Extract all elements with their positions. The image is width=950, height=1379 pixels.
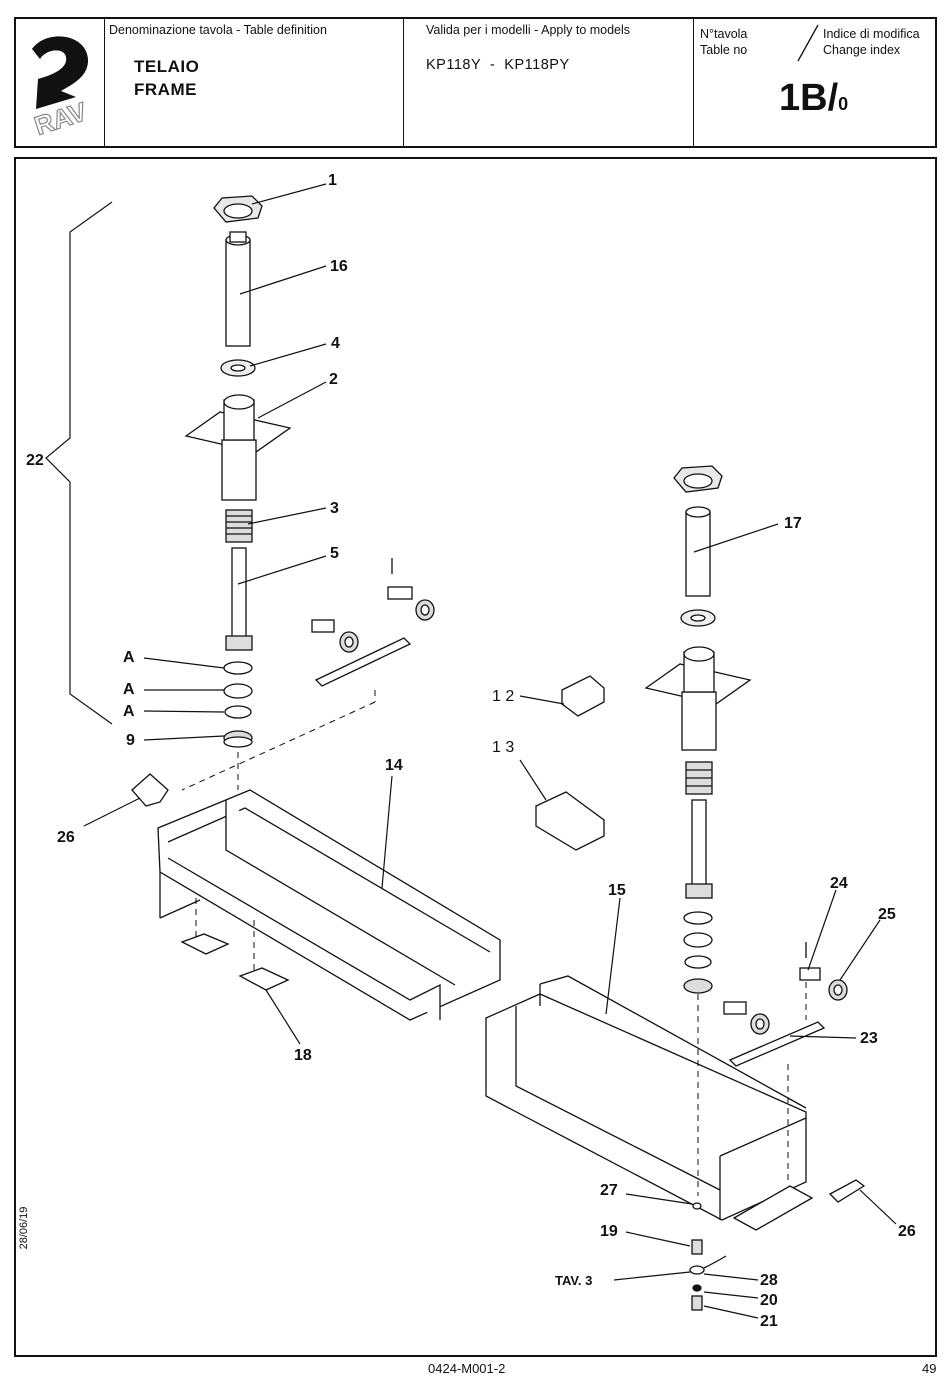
- callout-tav3: TAV. 3: [555, 1273, 592, 1288]
- callout-28: 28: [760, 1272, 778, 1289]
- callout-15: 15: [608, 882, 626, 899]
- part-13: [536, 792, 604, 850]
- callout-2: 2: [329, 371, 338, 388]
- callout-17: 17: [784, 515, 802, 532]
- callout-13: 1 3: [492, 739, 514, 756]
- callout-a-1: A: [123, 649, 135, 666]
- callout-19: 19: [600, 1223, 618, 1240]
- callout-20: 20: [760, 1292, 778, 1309]
- callout-4: 4: [331, 335, 340, 352]
- page-number: 49: [922, 1361, 936, 1376]
- callout-a-3: A: [123, 703, 135, 720]
- callout-14: 14: [385, 757, 403, 774]
- callout-5: 5: [330, 545, 339, 562]
- callout-21: 21: [760, 1313, 778, 1330]
- part-12: [562, 676, 604, 716]
- bracket-26-left: [132, 774, 168, 806]
- callout-23: 23: [860, 1030, 878, 1047]
- callout-26-right: 26: [898, 1223, 916, 1240]
- date-stamp: 28/06/19: [18, 1198, 30, 1258]
- callout-18: 18: [294, 1047, 312, 1064]
- callout-16: 16: [330, 258, 348, 275]
- callout-24: 24: [830, 875, 848, 892]
- right-column-assembly: [646, 466, 750, 993]
- bracket-26-right: [830, 1180, 864, 1202]
- callout-22: 22: [26, 452, 44, 469]
- callout-9: 9: [126, 732, 135, 749]
- callout-3: 3: [330, 500, 339, 517]
- callout-a-2: A: [123, 681, 135, 698]
- callout-12: 1 2: [492, 688, 514, 705]
- left-frame-14: [158, 790, 500, 1020]
- callout-26-left: 26: [57, 829, 75, 846]
- right-bracket-parts: [724, 942, 847, 1066]
- callout-1: 1: [328, 172, 337, 189]
- callout-27: 27: [600, 1182, 618, 1199]
- callout-25: 25: [878, 906, 896, 923]
- pad-18-b: [240, 968, 288, 990]
- left-column-assembly: [186, 196, 290, 747]
- left-bracket-parts: [312, 558, 434, 686]
- document-code: 0424-M001-2: [428, 1361, 505, 1376]
- pad-18-a: [182, 934, 228, 954]
